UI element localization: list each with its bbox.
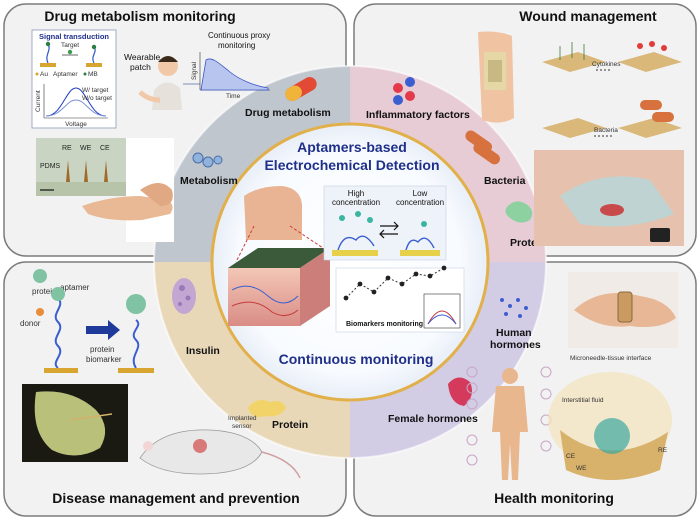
svg-text:CE: CE bbox=[100, 145, 110, 152]
svg-text:Implanted: Implanted bbox=[228, 415, 257, 422]
pdms-electrode-photo: PDMS RE WE CE bbox=[36, 138, 126, 196]
svg-text:MB: MB bbox=[88, 71, 98, 78]
title-disease-management: Disease management and prevention bbox=[52, 490, 299, 506]
insulin-icon bbox=[172, 278, 196, 314]
label-human-hormones-line1: Human bbox=[496, 327, 532, 339]
svg-text:Biomarkers monitoring: Biomarkers monitoring bbox=[346, 321, 423, 328]
protein-aptamer-schematic: protein aptamer donor protein biomarker bbox=[20, 269, 154, 373]
ring-finger-photo bbox=[568, 272, 678, 348]
center-title-line2: Electrochemical Detection bbox=[264, 157, 439, 173]
svg-text:Au: Au bbox=[40, 71, 48, 78]
svg-text:Continuous proxy: Continuous proxy bbox=[208, 31, 270, 40]
label-metabolism: Metabolism bbox=[180, 175, 238, 187]
svg-text:biomarker: biomarker bbox=[86, 355, 122, 364]
signal-transduction-box: Signal transduction Target Au Aptamer MB… bbox=[31, 29, 117, 129]
svg-text:donor: donor bbox=[20, 319, 41, 328]
svg-text:WE: WE bbox=[80, 145, 92, 152]
center-title-line1: Aptamers-based bbox=[297, 139, 407, 155]
female-hormones-icon bbox=[448, 377, 472, 406]
svg-text:monitoring: monitoring bbox=[218, 41, 255, 50]
human-hormones-icon bbox=[500, 298, 528, 318]
svg-text:RE: RE bbox=[658, 447, 668, 454]
svg-text:Bacteria: Bacteria bbox=[594, 127, 618, 134]
svg-text:RE: RE bbox=[62, 145, 72, 152]
svg-text:Aptamer: Aptamer bbox=[53, 71, 78, 78]
svg-text:Cytokines: Cytokines bbox=[592, 61, 621, 68]
wound-patch-photo bbox=[534, 150, 684, 246]
capsule-icon bbox=[285, 77, 317, 102]
center-bottom-label: Continuous monitoring bbox=[279, 351, 434, 367]
label-insulin: Insulin bbox=[186, 345, 220, 357]
title-wound-management: Wound management bbox=[519, 8, 657, 24]
svg-text:High: High bbox=[348, 189, 364, 198]
svg-text:Signal: Signal bbox=[191, 61, 198, 80]
svg-text:CE: CE bbox=[566, 453, 576, 460]
bacteria-icon bbox=[465, 130, 500, 165]
biomarker-chart: Biomarkers monitoring bbox=[335, 265, 465, 333]
svg-text:Signal transduction: Signal transduction bbox=[39, 32, 109, 41]
wound-sensor-arrays: Cytokines Bacteria bbox=[542, 41, 682, 138]
label-human-hormones-line2: hormones bbox=[490, 339, 541, 351]
torso-illustration bbox=[244, 186, 302, 240]
finger-implant-photo bbox=[22, 384, 128, 462]
svg-text:Low: Low bbox=[413, 189, 428, 198]
svg-text:Microneedle-tissue interface: Microneedle-tissue interface bbox=[570, 355, 652, 362]
wearable-patch-illustration: Wearable patch bbox=[124, 52, 200, 110]
continuous-proxy-chart: Continuous proxy monitoring Signal Time bbox=[191, 31, 270, 100]
svg-text:Current: Current bbox=[35, 90, 42, 112]
svg-text:concentration: concentration bbox=[396, 198, 444, 207]
label-bacteria: Bacteria bbox=[484, 175, 526, 187]
svg-text:sensor: sensor bbox=[232, 423, 252, 430]
label-female-hormones: Female hormones bbox=[388, 413, 478, 425]
svg-text:Target: Target bbox=[61, 42, 79, 49]
skin-cross-section bbox=[228, 225, 330, 326]
svg-text:patch: patch bbox=[130, 62, 151, 72]
svg-text:Interstitial fluid: Interstitial fluid bbox=[562, 397, 604, 404]
inflammatory-factors-icon bbox=[393, 77, 415, 105]
svg-text:Wearable: Wearable bbox=[124, 52, 160, 62]
title-drug-metabolism-monitoring: Drug metabolism monitoring bbox=[44, 8, 235, 24]
svg-text:protein: protein bbox=[90, 345, 114, 354]
microneedle-interface-schematic: Microneedle-tissue interface Interstitia… bbox=[548, 355, 672, 480]
svg-text:PDMS: PDMS bbox=[40, 163, 61, 170]
svg-text:WE: WE bbox=[576, 465, 587, 472]
svg-text:Time: Time bbox=[226, 93, 241, 100]
metabolism-icon bbox=[192, 152, 223, 168]
label-inflammatory-factors: Inflammatory factors bbox=[366, 109, 470, 121]
bandaged-leg-photo bbox=[478, 31, 514, 123]
finger-microneedle-photo bbox=[82, 138, 174, 242]
protein-left-icon bbox=[248, 400, 286, 417]
svg-text:W/o target: W/o target bbox=[82, 95, 112, 102]
organ-icons-column bbox=[466, 366, 552, 466]
mouse-implant-illustration: Implanted sensor bbox=[139, 415, 301, 479]
svg-text:concentration: concentration bbox=[332, 198, 380, 207]
concentration-schematic: High concentration Low concentration bbox=[323, 185, 447, 261]
svg-text:Voltage: Voltage bbox=[65, 121, 87, 128]
human-body-silhouette bbox=[492, 368, 528, 480]
svg-text:W/ target: W/ target bbox=[82, 87, 109, 94]
svg-text:protein: protein bbox=[32, 287, 56, 296]
protein-right-icon bbox=[505, 201, 533, 223]
svg-text:aptamer: aptamer bbox=[60, 283, 90, 292]
title-health-monitoring: Health monitoring bbox=[494, 490, 614, 506]
label-drug-metabolism: Drug metabolism bbox=[245, 107, 331, 119]
label-protein-left: Protein bbox=[272, 419, 308, 431]
